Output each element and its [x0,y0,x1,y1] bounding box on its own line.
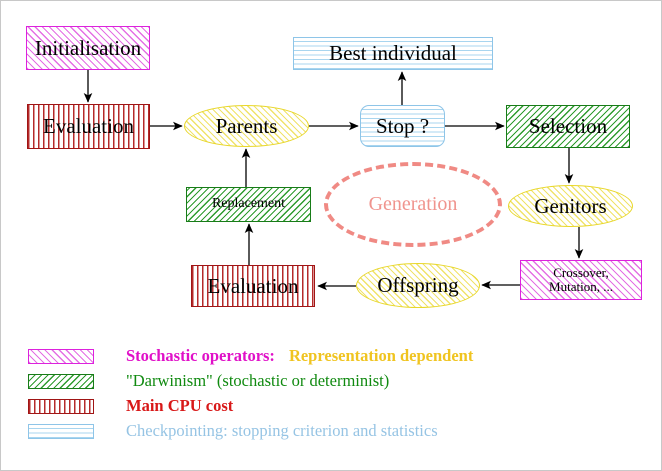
node-evaluation-bottom-label: Evaluation [207,273,299,298]
legend-label-darwinism: "Darwinism" (stochastic or determinist) [126,371,390,390]
legend-label-stochastic-operators-text: Stochastic operators: [126,346,275,365]
node-evaluation-top-label: Evaluation [43,114,134,139]
node-parents-label: Parents [215,113,278,138]
generation-annotation-ellipse: Generation [324,162,502,247]
node-selection-label: Selection [528,114,608,139]
node-offspring[interactable]: Offspring [356,263,480,308]
node-genitors-label: Genitors [534,193,607,218]
node-genitors[interactable]: Genitors [508,185,633,227]
node-stop[interactable]: Stop ? [360,105,445,147]
legend-row-checkpointing: Checkpointing: stopping criterion and st… [28,421,438,440]
node-best-individual[interactable]: Best individual [293,37,493,70]
node-selection[interactable]: Selection [506,105,630,148]
node-best-individual-label: Best individual [329,41,457,66]
node-initialisation[interactable]: Initialisation [26,26,150,70]
legend-label-main-cpu-cost: Main CPU cost [126,396,234,415]
node-replacement[interactable]: Replacement [186,187,311,222]
node-replacement-label: Replacement [211,196,286,212]
node-evaluation-top[interactable]: Evaluation [27,104,150,149]
legend-row-darwinism: "Darwinism" (stochastic or determinist) [28,371,390,390]
legend-swatch-green-hatch [28,373,94,389]
node-crossover-mutation-label-line1: Crossover, [553,265,609,281]
node-parents[interactable]: Parents [184,105,309,147]
legend-row-main-cpu-cost: Main CPU cost [28,396,234,415]
legend-label-representation-dependent: Representation dependent [288,346,474,365]
legend-swatch-magenta-hatch [28,348,94,364]
legend-label-checkpointing: Checkpointing: stopping criterion and st… [126,421,438,440]
legend-label-stochastic-operators: Stochastic operators: Representation depe… [126,346,473,366]
legend-swatch-red-hatch [28,398,94,414]
generation-label: Generation [368,193,458,215]
node-crossover-mutation-label-line2: Mutation, ... [549,279,613,294]
node-crossover-mutation[interactable]: Crossover, Mutation, ... [520,260,642,300]
node-offspring-label: Offspring [377,273,459,298]
legend-swatch-blue-hatch [28,423,94,439]
legend-row-stochastic-operators: Stochastic operators: Representation depe… [28,346,473,366]
node-evaluation-bottom[interactable]: Evaluation [191,265,315,307]
node-initialisation-label: Initialisation [34,35,142,60]
node-stop-label: Stop ? [375,113,430,138]
